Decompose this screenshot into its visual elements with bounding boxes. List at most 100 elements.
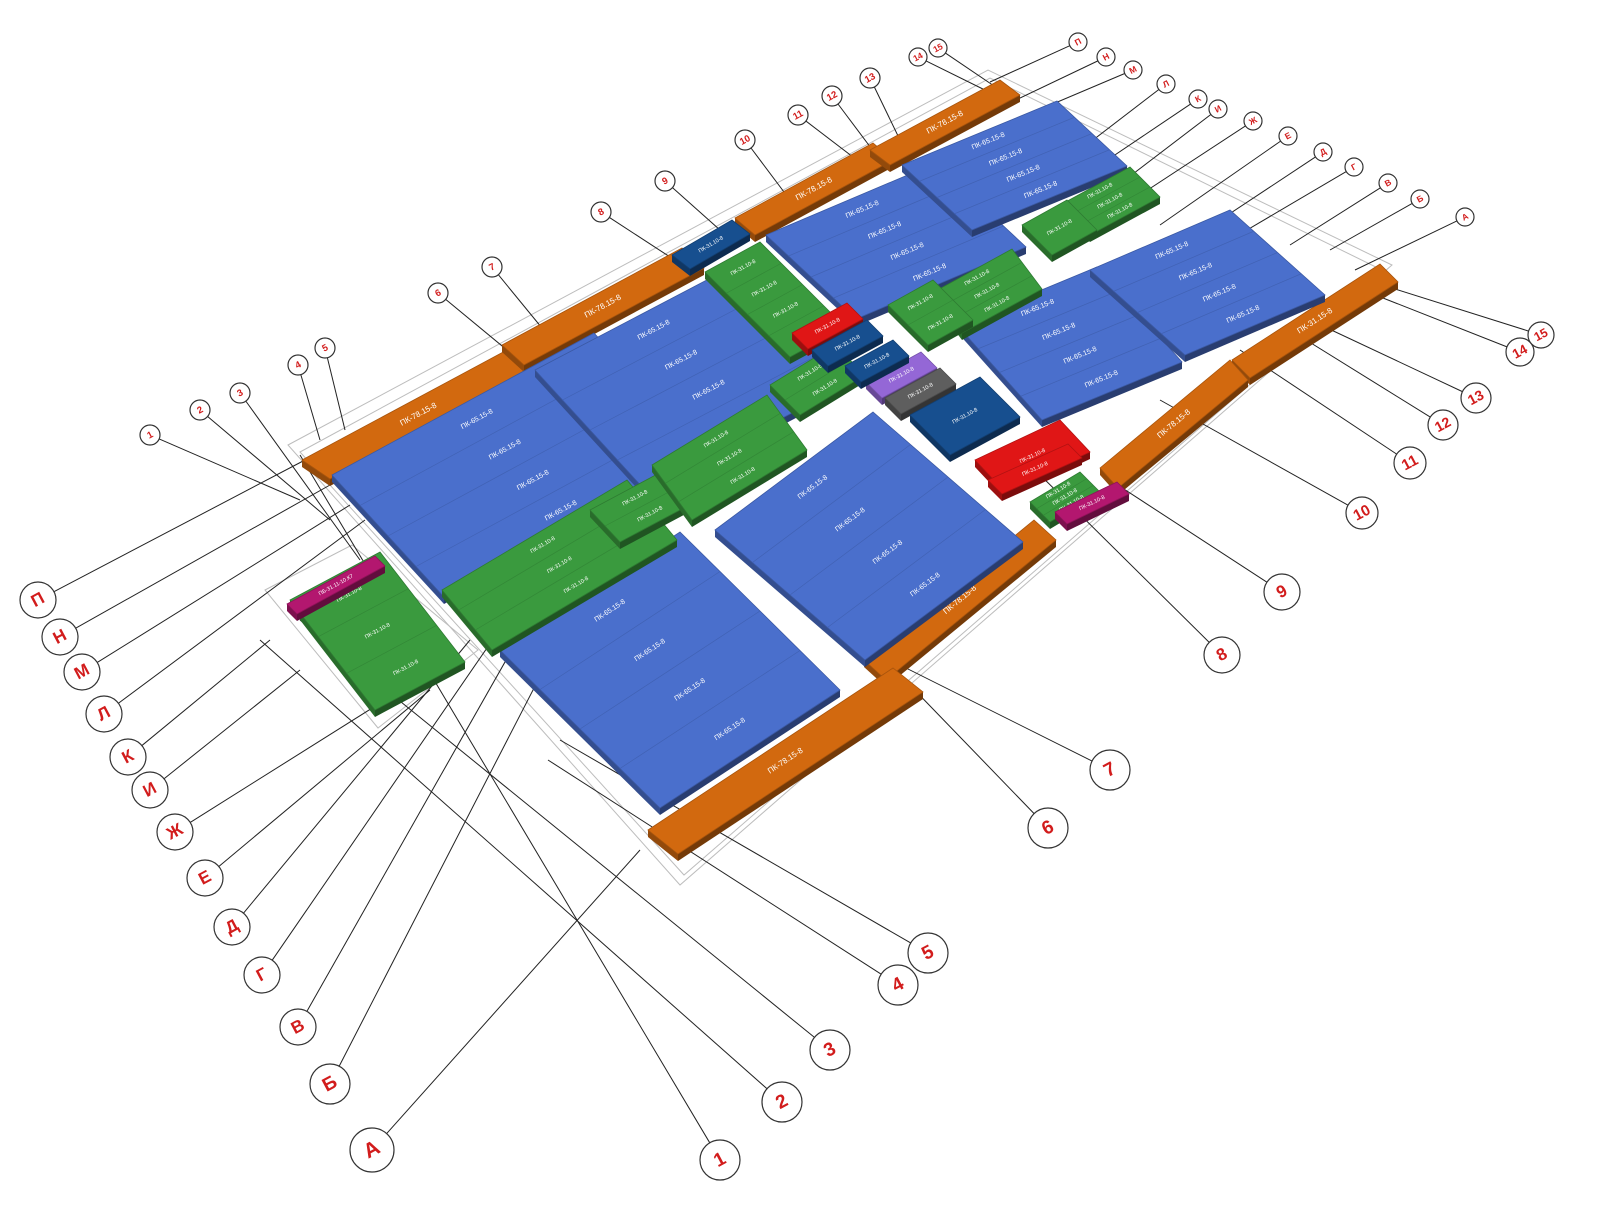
beam-panel-4-end-face [870,150,890,172]
axis-bubble-circle [1156,74,1176,94]
axis-leader-line [189,699,386,823]
slab-small-group-10-end-face [1030,502,1050,529]
slab-large-6-seam [1137,252,1278,313]
axis-bubble-label: 11 [1399,451,1422,474]
axis-leader-line [1159,140,1281,226]
slab-small-group-10-seam [1043,485,1094,516]
slab-large-7-seam [752,444,911,563]
axis-bubble-label: 13 [863,71,878,86]
axis-bubble: 4 [287,354,309,376]
axis-bubble: 15 [928,38,948,58]
axis-leader-line [97,504,351,663]
special-panel-3-end-face [672,255,690,276]
axis-bubble-circle [349,1127,395,1173]
special-panel-3-side-face [690,234,750,276]
beam-panel-2-top-face [501,247,705,366]
axis-bubble-circle [314,337,336,359]
axis-bubble: М [1123,60,1143,80]
slab-large-7: ПК-65.15-8ПК-65.15-8ПК-65.15-8ПК-65.15-8 [714,411,1024,667]
special-panel-6: ПК-31.10-8 [884,367,957,421]
slab-large-4-seam [919,116,1075,182]
axis-bubble-label: 14 [911,50,924,63]
special-panel-10-end-face [988,480,1002,501]
axis-bubble-circle [877,964,919,1006]
axis-bubble: 8 [590,201,612,223]
special-panel-1-top-face [286,555,386,615]
axis-leader-line [547,759,882,975]
beam-panel-2-side-face [524,268,704,372]
axis-bubble-circle [186,859,224,897]
slab-small-group-8-seam [1079,186,1151,226]
axis-bubble-circle [761,1081,803,1123]
beam-panel-2-end-face [502,345,524,372]
slab-small-group-3-side-face [692,450,807,527]
axis-bubble-circle [287,354,309,376]
special-panel-10: ПК-31.10-8 [987,443,1083,501]
axis-leader-line [1289,187,1381,246]
axis-bubble-circle [1243,111,1263,131]
axis-bubble: И [1208,99,1228,119]
slab-small-group-8-side-face [1090,197,1160,242]
axis-leader-line [163,669,301,780]
axis-bubble: Л [1156,74,1176,94]
special-panel-11: ПК-31.10-8 [1054,481,1130,531]
slab-large-6-seam [1113,230,1254,292]
axis-bubble: 5 [314,337,336,359]
slab-small-group-11-side-face [375,662,465,717]
slab-small-group-7-end-face [888,305,928,352]
axis-bubble: М [63,653,101,691]
axis-leader-line [245,400,361,561]
axis-leader-line [326,357,346,431]
axis-bubble: 12 [821,85,843,107]
beam-panel-7-side-face [886,540,1056,687]
axis-bubble-label: 12 [825,89,840,104]
axis-bubble-circle [1427,409,1459,441]
slab-small-group-6-side-face [962,289,1042,340]
axis-bubble-label: И [1213,103,1223,115]
axis-bubble-circle [1208,99,1228,119]
slab-large-8-seam [619,650,801,769]
beam-panel-1-end-face [302,460,330,486]
slab-large-4-end-face [902,165,972,237]
slab-small-group-7-seam [907,299,954,326]
axis-bubble-label: К [1193,93,1203,105]
slab-small-group-8-seam [1069,176,1141,216]
special-panel-7-end-face [910,415,950,462]
axis-leader-line [672,187,721,231]
axis-leader-line [1309,319,1463,393]
slab-large-8-seam [579,610,761,730]
slab-large-6: ПК-65.15-8ПК-65.15-8ПК-65.15-8ПК-65.15-8 [1089,209,1326,362]
slab-small-group-2-side-face [620,502,695,549]
axis-bubble-circle [1068,32,1088,52]
slab-large-5-side-face [1042,362,1182,427]
axis-bubble: 2 [761,1081,803,1123]
axis-bubble-label: 10 [1351,502,1374,525]
axis-bubble-circle [859,67,881,89]
axis-bubble: 7 [1089,749,1131,791]
axis-bubble-circle [821,85,843,107]
special-panel-3: ПК-31.10-8 [671,219,751,276]
axis-bubble: 10 [734,129,756,151]
beam-panel-5: ПК-31.15-8 [1231,263,1399,385]
special-panel-8-side-face [861,356,909,389]
slab-small-group-1-end-face [442,590,492,657]
axis-leader-line [259,639,768,1090]
special-panel-2-end-face [792,333,808,356]
slab-small-group-9-top-face [1021,199,1098,256]
axis-bubble-circle [1278,126,1298,146]
axis-bubble-label: Е [1283,130,1293,142]
axis-leader-line [1289,329,1431,418]
axis-bubble: Е [186,859,224,897]
special-panel-10-side-face [1002,458,1082,501]
slab-large-6-end-face [1090,270,1185,362]
slab-large-4-side-face [972,166,1127,237]
slab-small-group-10-seam [1036,478,1087,509]
slab-small-group-5-end-face [705,272,790,364]
slab-small-group-1-side-face [492,540,677,657]
axis-leader-line [118,519,366,704]
axis-bubble: 14 [1505,337,1535,367]
axis-bubble-circle [809,1029,851,1071]
slab-large-5-seam [978,290,1119,350]
slab-large-1-end-face [332,475,444,604]
